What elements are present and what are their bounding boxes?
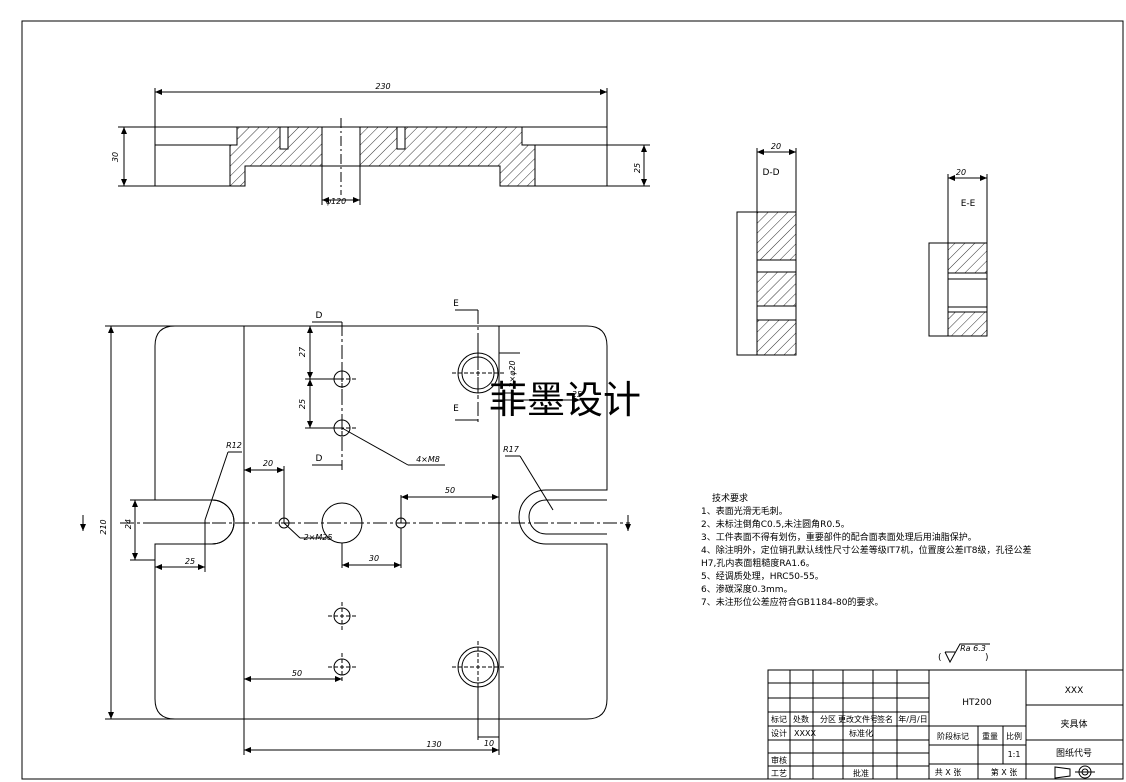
tech-item: H7,孔内表面粗糙度RA1.6。	[701, 557, 815, 569]
dim-big-hole: 2×φ20	[508, 360, 517, 387]
dim-30-mid: 30	[369, 554, 379, 563]
tech-title: 技术要求	[712, 492, 748, 504]
surface-finish-symbol: ( )	[938, 643, 990, 664]
front-hatch-left	[229, 126, 323, 187]
tech-item: 1、表面光滑无毛刺。	[701, 505, 788, 517]
dim-25-pitch: 25	[298, 399, 307, 409]
total-sheets: 共 X 张	[935, 768, 962, 777]
tb-doc: 更改文件号	[838, 714, 878, 724]
drawing-border	[21, 20, 1124, 780]
svg-text:(: (	[938, 653, 942, 663]
stage-label: 阶段标记	[937, 731, 969, 741]
tech-item: 6、渗碳深度0.3mm。	[701, 583, 793, 595]
tech-item: 5、经调质处理，HRC50-55。	[701, 570, 824, 582]
dim-24: 24	[124, 519, 133, 529]
tb-count: 处数	[793, 714, 809, 724]
plan-view	[80, 309, 631, 755]
dim-130: 130	[426, 740, 441, 749]
weight-label: 重量	[982, 731, 998, 741]
section-title-ee: E-E	[961, 199, 976, 209]
part-name: 夹具体	[1060, 718, 1087, 730]
dim-230: 230	[375, 82, 390, 91]
svg-text:): )	[985, 653, 989, 663]
dim-25-slot: 25	[185, 557, 195, 566]
section-e-e	[928, 174, 988, 337]
tap-callout: 4×M8	[416, 455, 440, 464]
drawing-number: 图纸代号	[1056, 747, 1092, 759]
material-label: HT200	[962, 698, 992, 708]
dim-r17: R17	[503, 445, 520, 454]
tb-process: 工艺	[771, 769, 787, 778]
dim-25-right-slot: 25	[572, 390, 582, 399]
section-mark-d-top: D	[316, 311, 323, 321]
tb-sign: 签名	[877, 714, 893, 724]
tech-item: 4、除注明外，定位销孔默认线性尺寸公差等级IT7机，位置度公差IT8级，孔径公差	[701, 544, 1031, 556]
front-view	[118, 88, 650, 205]
dim-210: 210	[99, 519, 108, 534]
tb-zone: 分区	[820, 715, 836, 724]
tech-item: 3、工件表面不得有划伤，重要部件的配合面表面处理后用油脂保护。	[701, 531, 977, 543]
dim-ee-20: 20	[956, 168, 966, 177]
dim-50-bottom: 50	[292, 669, 302, 678]
dim-r12: R12	[226, 441, 242, 450]
scale-label: 比例	[1006, 731, 1022, 741]
dim-50-mid: 50	[445, 486, 455, 495]
pin-callout: 2×M25	[304, 533, 333, 542]
tb-approve: 批准	[853, 768, 869, 778]
tb-mark: 标记	[771, 714, 787, 724]
watermark: 菲墨设计	[489, 378, 641, 422]
company-label: XXX	[1065, 686, 1084, 696]
section-mark-e-top: E	[453, 299, 459, 309]
front-hatch-right	[359, 126, 536, 187]
sheet-number: 第 X 张	[991, 767, 1018, 777]
dim-30: 30	[111, 152, 120, 162]
tech-item: 7、未注形位公差应符合GB1184-80的要求。	[701, 596, 883, 608]
dim-20-offset: 20	[263, 459, 273, 468]
surface-finish-label: Ra 6.3	[960, 644, 986, 653]
section-mark-e-bottom: E	[453, 404, 459, 414]
tb-standard: 标准化	[849, 728, 873, 738]
tb-design-name: XXXX	[794, 729, 816, 738]
tech-item: 2、未标注倒角C0.5,未注圆角R0.5。	[701, 518, 850, 530]
title-block	[767, 669, 1124, 780]
dim-25-right: 25	[633, 163, 642, 173]
section-d-d	[736, 148, 797, 356]
tb-review: 审核	[771, 755, 787, 765]
tb-date: 年/月/日	[898, 714, 927, 724]
scale-value: 1:1	[1008, 750, 1021, 759]
dim-dd-20: 20	[771, 142, 781, 151]
dim-10: 10	[484, 739, 494, 748]
section-title-dd: D-D	[762, 168, 779, 178]
dim-bore: φ120	[326, 197, 347, 206]
section-mark-d-bottom: D	[316, 454, 323, 464]
dim-27: 27	[298, 346, 307, 357]
tb-design: 设计	[771, 728, 787, 738]
tech-requirements: 技术要求 1、表面光滑无毛刺。 2、未标注倒角C0.5,未注圆角R0.5。 3、…	[701, 492, 1031, 608]
